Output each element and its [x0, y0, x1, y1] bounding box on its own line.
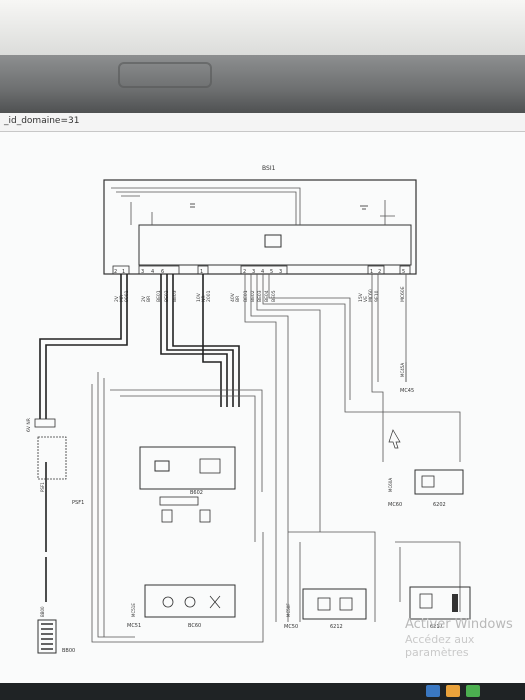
bb00-label: BB00	[62, 648, 75, 654]
psf1-side-label: 6V NR	[26, 418, 32, 432]
bsi1-chip-icon	[264, 234, 282, 248]
b602-sensor-b-icon	[199, 509, 211, 523]
bsi1-label: BSI1	[262, 165, 276, 172]
taskbar-app-icon-1[interactable]	[426, 685, 440, 697]
bc60-motor-icon	[162, 596, 174, 608]
windows-activation-watermark-sub: Accédez aux paramètres	[405, 633, 475, 659]
svg-text:2V: 2V	[114, 295, 120, 302]
bsi1-port-5: 6	[161, 269, 164, 275]
screen: _id_domaine=31 BSI1	[0, 113, 525, 700]
svg-text:BE05: BE05	[271, 290, 277, 302]
laptop-logo	[118, 62, 212, 88]
psf1-wire-label: PSF1	[40, 482, 45, 492]
taskbar-app-icon-3[interactable]	[466, 685, 480, 697]
bb00-connector: BB00 BB00	[37, 606, 75, 654]
b602-sensor-a-icon	[161, 509, 173, 523]
b602-label: B602	[190, 490, 203, 496]
mc50-label: MC50	[284, 624, 298, 630]
bsi1-port-9: 4	[261, 269, 264, 275]
bc60-label: BC60	[188, 623, 201, 629]
bsi1-port-13: 2	[378, 269, 381, 275]
svg-text:MC60E: MC60E	[400, 286, 406, 302]
bc60-switch-icon	[209, 595, 221, 609]
bsi1-port-10: 5	[270, 269, 273, 275]
mc45-wire-label: MC45A	[400, 363, 405, 377]
bsi1-port-4: 4	[151, 269, 154, 275]
mc51-wire-label: MC51E	[131, 603, 136, 617]
b212-bulb-icon	[317, 597, 331, 611]
bsi1-port-11: 3	[279, 269, 282, 275]
b212-label: 6212	[330, 624, 343, 630]
svg-text:MC60: MC60	[368, 289, 374, 302]
svg-text:10V: 10V	[196, 292, 202, 302]
wiring-diagram: BSI1 2 1 3 4 6 1 2	[0, 132, 525, 680]
bsi1-port-1: 2	[114, 269, 117, 275]
psf1-label: PSF1	[72, 500, 84, 506]
b217-resistor-icon	[452, 594, 458, 612]
photo-background	[0, 0, 525, 60]
b212-car-icon	[339, 597, 353, 611]
mouse-cursor-icon	[388, 429, 401, 449]
b602-chip-icon	[154, 460, 170, 472]
bsi1-module: BSI1	[103, 165, 417, 275]
b602-sensor-icon	[199, 458, 221, 474]
svg-text:2001: 2001	[206, 290, 212, 302]
bc60-module: BC60 MC51 MC51E	[127, 584, 236, 629]
taskbar-app-icon-2[interactable]	[446, 685, 460, 697]
svg-text:2V: 2V	[141, 295, 147, 302]
bb00-wire-label: BB00	[40, 606, 45, 617]
mc51-label: MC51	[127, 623, 141, 629]
b202-module: 6202 MC60 MC60A	[388, 429, 464, 508]
b217-module: 6217	[409, 586, 471, 630]
mc60-wire-label: MC60A	[388, 478, 393, 492]
svg-text:VE: VE	[363, 296, 369, 302]
svg-text:BR: BR	[146, 296, 152, 302]
bsi1-port-7: 2	[243, 269, 246, 275]
taskbar	[0, 683, 525, 700]
svg-text:BE03: BE03	[257, 290, 263, 302]
psf1-fuse-box: PSF1 6V NR PSF1	[26, 418, 84, 506]
mc50-wire-label: MC50F	[286, 603, 291, 617]
wire-harness	[39, 274, 240, 602]
tab-title[interactable]: _id_domaine=31	[4, 116, 80, 126]
svg-text:BE04: BE04	[264, 290, 270, 302]
svg-text:BE02: BE02	[250, 290, 256, 302]
b202-car-icon	[421, 475, 435, 488]
b202-label: 6202	[433, 502, 446, 508]
svg-text:BE01: BE01	[156, 290, 162, 302]
laptop-bezel	[0, 55, 525, 113]
svg-text:BE01: BE01	[243, 290, 249, 302]
svg-text:BR: BR	[235, 296, 241, 302]
bsi1-port-12: 1	[370, 269, 373, 275]
bsi1-port-6: 1	[200, 269, 203, 275]
bsi1-port-2: 1	[122, 269, 125, 275]
browser-tab-bar: _id_domaine=31	[0, 113, 525, 132]
svg-text:NR: NR	[201, 296, 207, 303]
svg-text:15V: 15V	[358, 292, 364, 302]
svg-text:9E10: 9E10	[374, 290, 380, 302]
windows-activation-watermark: Activer Windows	[405, 617, 513, 632]
mc60-label: MC60	[388, 502, 402, 508]
bsi1-wire-labels: 2V MR 9001 2V BR BE01 BE02 BE03 10V NR 2…	[114, 286, 406, 302]
mc45-ground: MC45 MC45A	[400, 362, 414, 394]
b212-module: 6212 MC50 MC50F	[284, 588, 367, 630]
signal-wires	[91, 274, 461, 643]
svg-text:MR: MR	[119, 295, 125, 302]
b217-label: 6217	[430, 624, 443, 630]
bsi1-port-8: 3	[252, 269, 255, 275]
bsi1-port-row: 2 1 3 4 6 1 2 3 4 5 3 1 2 5	[112, 265, 411, 275]
mc45-label: MC45	[400, 388, 414, 394]
b602-module: B602	[139, 446, 236, 523]
svg-text:40V: 40V	[230, 292, 236, 302]
svg-text:BE03: BE03	[172, 290, 178, 302]
b217-car-icon	[419, 593, 433, 609]
bsi1-port-14: 5	[402, 269, 405, 275]
bc60-lamp-icon	[184, 596, 196, 608]
bsi1-port-3: 3	[141, 269, 144, 275]
